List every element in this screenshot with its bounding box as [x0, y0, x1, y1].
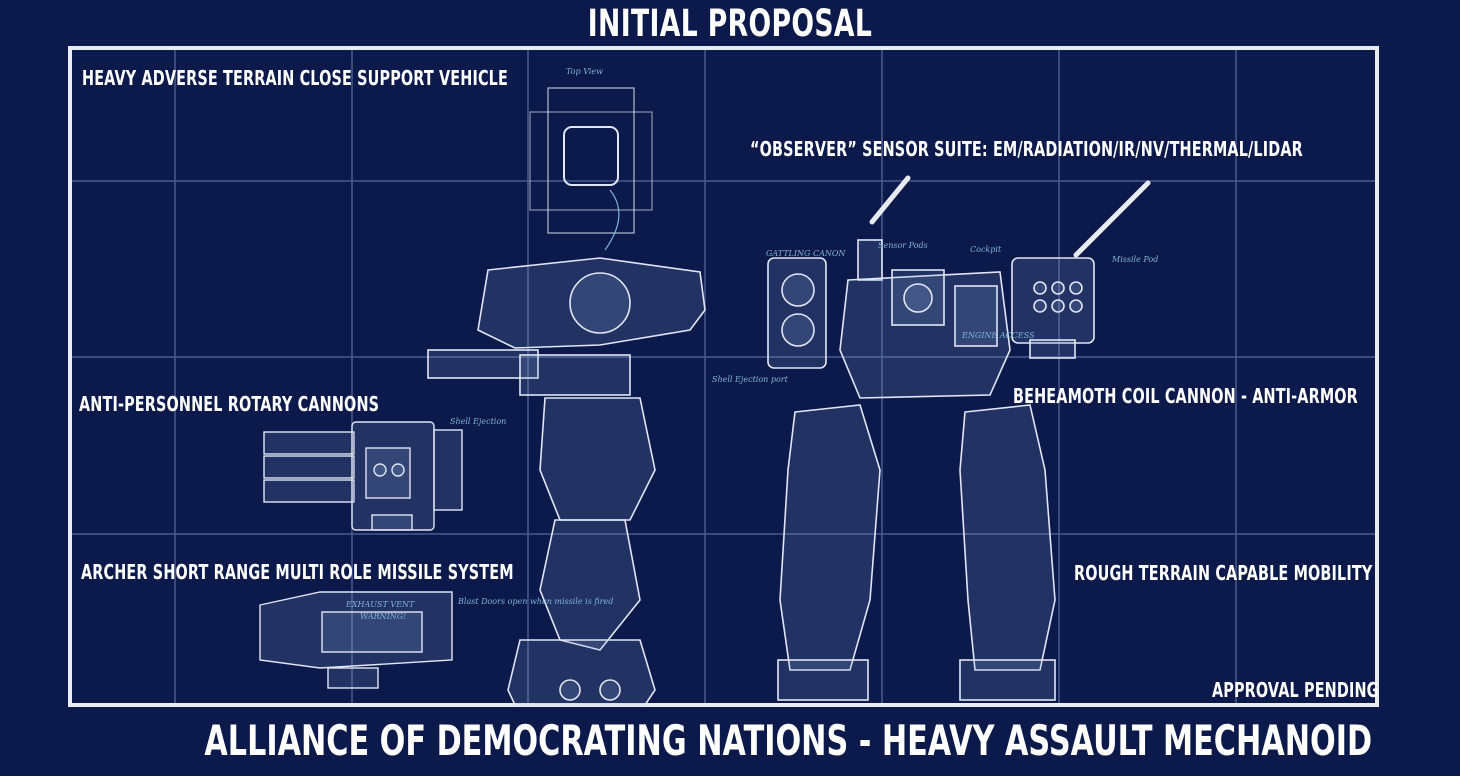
note-sensor-pods: Sensor Pods: [878, 241, 928, 250]
note-missile-pod: Missile Pod: [1111, 255, 1158, 264]
note-shell-ejection-1: Shell Ejection: [450, 417, 506, 426]
note-exhaust: EXHAUST VENT: [345, 600, 415, 609]
note-blast-doors: Blast Doors open when missile is fired: [457, 597, 613, 606]
page-title: INITIAL PROPOSAL: [587, 2, 873, 45]
note-cockpit: Cockpit: [970, 245, 1002, 254]
label-top-left: HEAVY ADVERSE TERRAIN CLOSE SUPPORT VEHI…: [82, 66, 508, 90]
label-sensor-suite: “OBSERVER” SENSOR SUITE: EM/RADIATION/IR…: [750, 137, 1303, 161]
status-badge: APPROVAL PENDING: [1212, 678, 1379, 702]
footer-title: ALLIANCE OF DEMOCRATING NATIONS - HEAVY …: [204, 716, 1373, 765]
note-gatling: GATTLING CANON: [766, 249, 846, 258]
note-warning: WARNING!: [360, 612, 406, 621]
note-engine: ENGINE ACCESS: [961, 331, 1035, 340]
top-view-sketch: Top View: [529, 67, 653, 251]
blueprint-frame: [68, 46, 1379, 707]
blueprint-grid: [72, 50, 1375, 703]
missile-system-sketch: EXHAUST VENT WARNING! Blast Doors open w…: [259, 591, 613, 689]
side-view-mech-sketch: [427, 257, 706, 706]
rotary-cannon-sketch: Shell Ejection: [263, 417, 506, 531]
note-top-view: Top View: [566, 67, 603, 76]
label-missile-system: ARCHER SHORT RANGE MULTI ROLE MISSILE SY…: [81, 560, 514, 584]
leader-lines: [869, 175, 1151, 258]
label-mobility: ROUGH TERRAIN CAPABLE MOBILITY: [1074, 561, 1373, 585]
front-view-mech-sketch: GATTLING CANON Sensor Pods Cockpit Missi…: [712, 239, 1158, 701]
label-rotary-cannons: ANTI-PERSONNEL ROTARY CANNONS: [79, 392, 380, 416]
note-shell-ejection-port: Shell Ejection port: [712, 375, 789, 384]
label-coil-cannon: BEHEAMOTH COIL CANNON - ANTI-ARMOR: [1013, 384, 1358, 408]
